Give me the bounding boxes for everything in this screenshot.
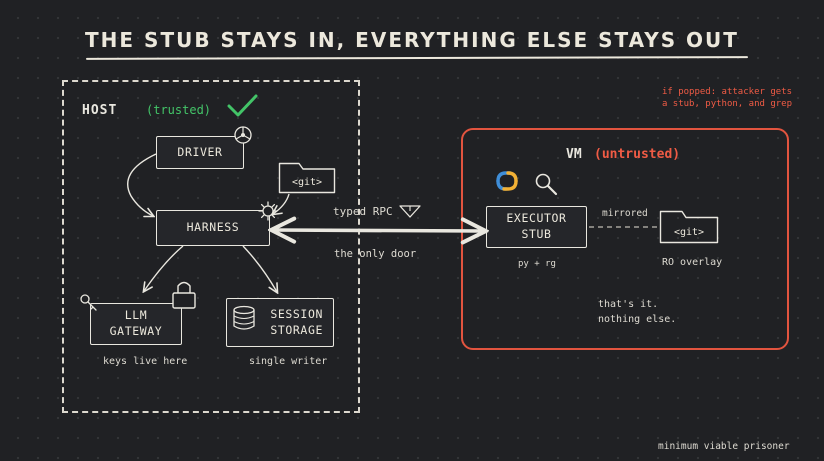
diagram-title: THE STUB STAYS IN, EVERYTHING ELSE STAYS… <box>85 28 739 52</box>
check-icon <box>227 94 258 117</box>
python-icon <box>496 171 518 191</box>
overlay-note: RO overlay <box>662 257 723 268</box>
driver-label: DRIVER <box>177 144 223 159</box>
warning-line1: if popped: attacker gets <box>661 87 792 97</box>
mirrored-label: mirrored <box>602 208 648 219</box>
host-git-folder: <git> <box>278 160 336 194</box>
closing-line2: nothing else. <box>598 313 677 325</box>
database-icon <box>233 305 255 330</box>
vm-git-label: <git> <box>673 227 705 238</box>
harness-box: HARNESS <box>156 210 270 246</box>
closing-line1: that's it. <box>598 299 659 310</box>
warning-line2: a stub, python, and grep <box>661 99 792 110</box>
host-trust-label: (trusted) <box>146 103 212 117</box>
executor-line2: STUB <box>521 227 552 241</box>
host-boundary <box>62 80 360 413</box>
folder-to-harness-arrow <box>273 193 290 214</box>
triangle-icon <box>399 205 421 218</box>
harness-to-storage-arrow <box>242 245 277 292</box>
steering-wheel-icon <box>234 126 252 144</box>
llm-gateway-line1: LLM <box>124 308 148 323</box>
harness-label: HARNESS <box>186 220 240 235</box>
rpc-double-arrow <box>274 230 483 231</box>
vm-git-folder: <git> <box>659 208 719 244</box>
magnifier-icon <box>535 173 558 196</box>
executor-note: py + rg <box>518 259 556 269</box>
folder-icon <box>659 210 719 244</box>
llm-gateway-box: LLM GATEWAY <box>90 303 182 345</box>
key-icon <box>80 294 97 311</box>
llm-gateway-line2: GATEWAY <box>109 324 163 338</box>
harness-to-gateway-arrow <box>144 245 184 291</box>
lock-icon <box>172 281 196 309</box>
rpc-label: typed RPC <box>333 205 393 218</box>
host-git-label: <git> <box>291 177 323 188</box>
session-storage-line2: STORAGE <box>270 322 323 337</box>
gear-icon <box>258 201 278 221</box>
folder-icon <box>278 162 336 194</box>
driver-box: DRIVER <box>156 136 244 169</box>
executor-line1: EXECUTOR <box>506 211 567 226</box>
closing-note: that's it. nothing else. <box>598 298 676 327</box>
session-storage-line1: SESSION <box>270 306 323 321</box>
host-label: HOST <box>82 103 118 118</box>
driver-to-harness-arrow <box>126 153 157 216</box>
vm-label: VM <box>566 147 582 162</box>
writer-note: single writer <box>249 356 328 367</box>
keys-note: keys live here <box>103 356 188 367</box>
door-label: the only door <box>334 248 417 260</box>
warning-note: if popped: attacker gets a stub, python,… <box>662 86 792 110</box>
vm-trust-label: (untrusted) <box>594 147 681 162</box>
footer-note: minimum viable prisoner <box>658 441 790 452</box>
executor-stub-box: EXECUTOR STUB <box>486 206 587 248</box>
